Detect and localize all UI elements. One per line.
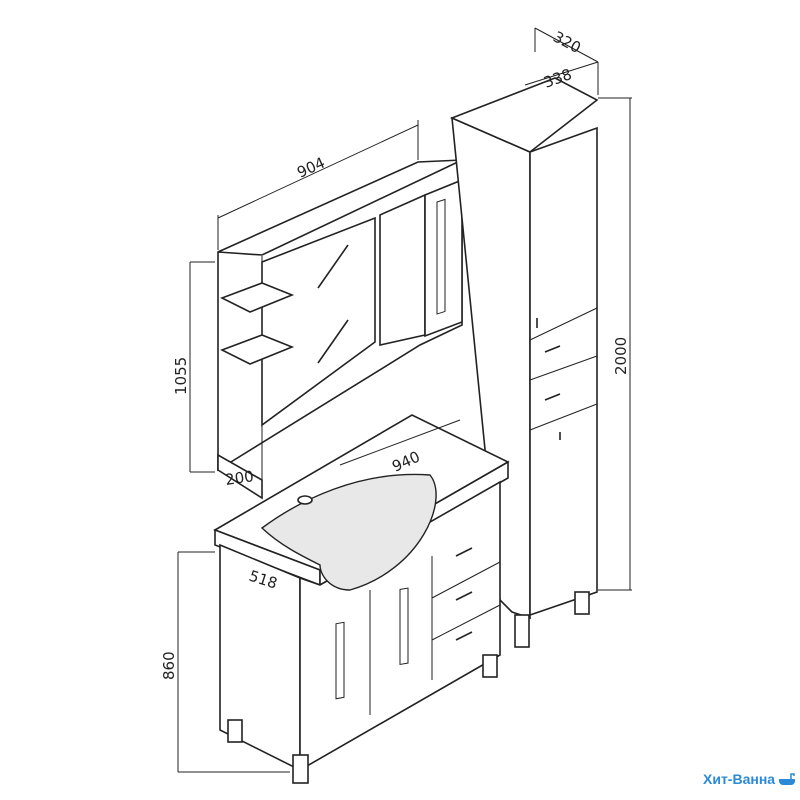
mirror-cabinet-door — [424, 178, 463, 338]
column-leg — [574, 591, 590, 615]
watermark-logo: Хит-Ванна — [703, 771, 796, 787]
mirror-shelf — [220, 282, 295, 313]
drawer-handle — [455, 631, 473, 641]
bathtub-icon — [779, 773, 796, 785]
drawer-handle — [544, 345, 561, 353]
vanity-unit — [177, 414, 510, 784]
vanity-leg — [227, 719, 243, 743]
dim-mirror-width: 904 — [294, 154, 327, 182]
watermark-text: Хит-Ванна — [703, 771, 776, 787]
column-top — [449, 77, 599, 153]
mirror-glare — [317, 319, 349, 364]
mirror-shelf — [220, 334, 295, 365]
drawer-handle — [455, 547, 473, 557]
tap-hole — [297, 495, 313, 505]
vanity-leg — [482, 654, 498, 678]
door-handle — [399, 587, 409, 666]
tall-column — [449, 27, 632, 648]
mirror-side-cabinet — [379, 193, 426, 346]
vanity-leg — [292, 754, 309, 784]
dim-column-depth: 320 — [550, 28, 584, 57]
drawer-handle — [455, 591, 473, 601]
dim-vanity-height: 860 — [160, 651, 178, 680]
mirror-glass — [261, 216, 376, 427]
mirror-cabinet — [189, 120, 463, 500]
mirror-glare — [317, 244, 349, 289]
dim-mirror-height: 1055 — [172, 357, 190, 395]
door-handle — [436, 198, 446, 315]
dim-column-height: 2000 — [612, 337, 630, 375]
dim-mirror-depth: 200 — [224, 467, 255, 489]
column-leg — [514, 614, 530, 648]
drawer-handle — [544, 393, 561, 401]
door-handle — [335, 621, 345, 700]
column-front — [529, 126, 598, 617]
